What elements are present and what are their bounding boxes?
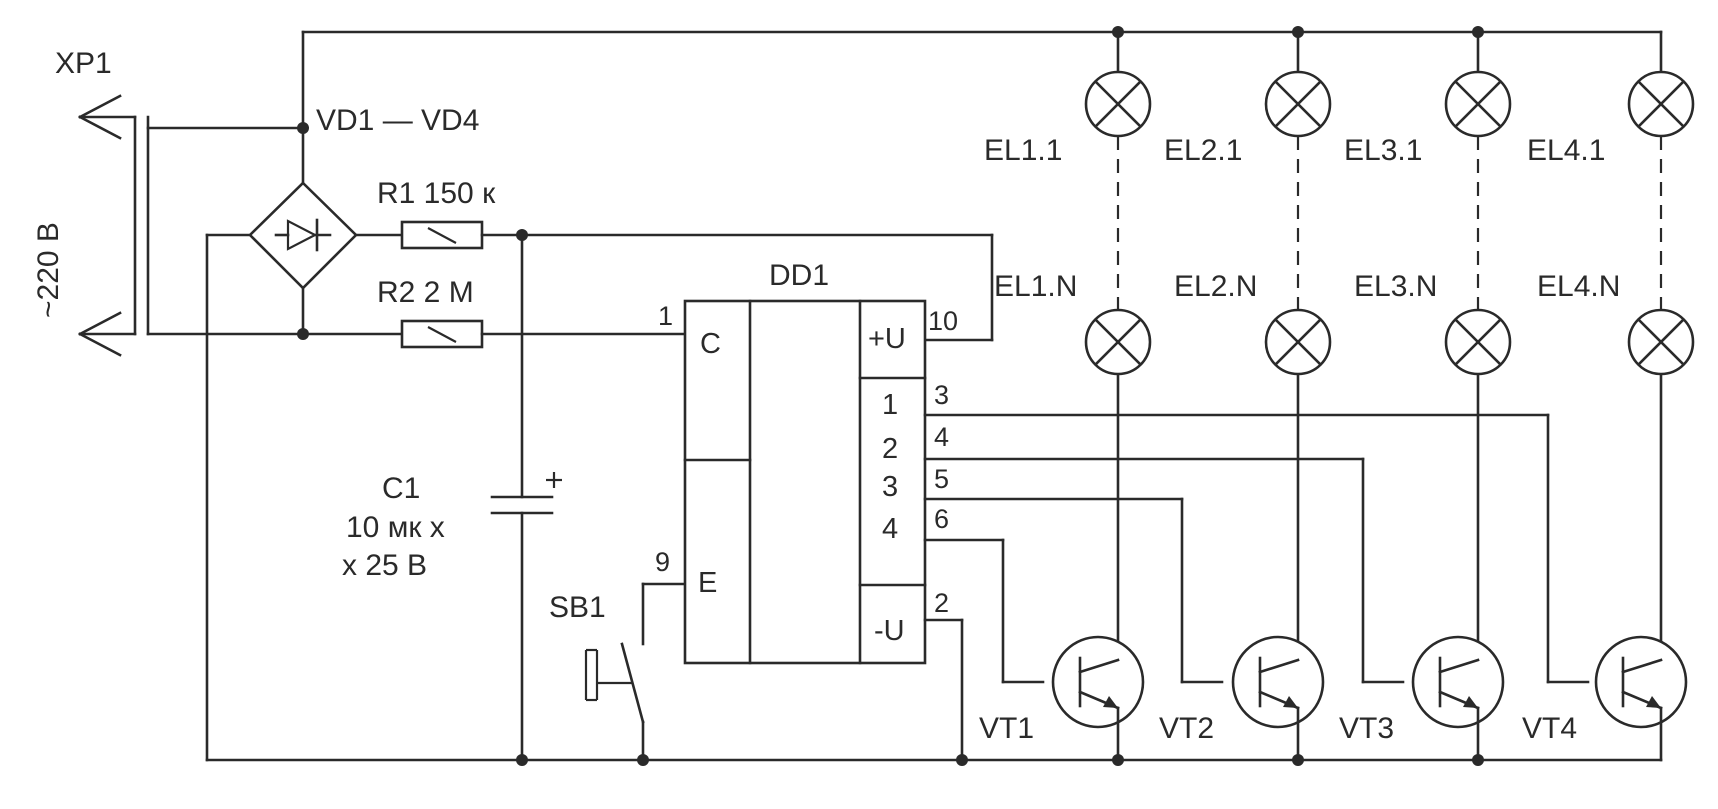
sb1-label: SB1 [549, 591, 606, 624]
rectifier-bridge [248, 181, 358, 290]
lamp-4-1 [1627, 70, 1695, 138]
ic-out3-label: 3 [882, 471, 898, 503]
capacitor-c1 [490, 233, 562, 762]
ic-pin-e-number: 9 [655, 547, 670, 577]
mains-plug-xp1 [78, 94, 150, 357]
ic-pin-vminus-number: 2 [934, 588, 949, 618]
ic-pin-c-number: 1 [658, 301, 673, 331]
transistor-label: VT4 [1522, 712, 1577, 745]
lamp-bottom-label: EL1.N [994, 270, 1077, 303]
wire-vminus [923, 618, 964, 762]
ic-out4-label: 4 [882, 513, 898, 545]
lamp-bottom-label: EL4.N [1537, 270, 1620, 303]
ic-pin-c-label: C [700, 328, 721, 360]
ic-pin-vplus-number: 10 [928, 306, 958, 336]
transistor-vt4 [1594, 635, 1688, 762]
dd1-label: DD1 [769, 259, 829, 292]
c1-value-line2: x 25 В [342, 549, 427, 582]
xp1-label: XP1 [55, 47, 112, 80]
wires-ground [205, 233, 1663, 762]
r1-label: R1 150 к [377, 177, 496, 210]
lamp-1-n [1084, 308, 1152, 376]
ic-pin-vplus-label: +U [868, 323, 906, 355]
lamp-transistor-columns: EL1.1EL1.NVT1EL2.1EL2.NVT2EL3.1EL3.NVT3E… [979, 30, 1695, 762]
push-button-sb1 [584, 582, 687, 762]
ic-out2-label: 2 [882, 433, 898, 465]
transistor-label: VT3 [1339, 712, 1394, 745]
lamp-top-label: EL1.1 [984, 134, 1062, 167]
ic-out4-number: 6 [934, 504, 949, 534]
transistor-label: VT2 [1159, 712, 1214, 745]
lamp-bottom-label: EL2.N [1174, 270, 1257, 303]
mains-voltage-label: ~220 В [32, 222, 65, 318]
lamp-2-n [1264, 308, 1332, 376]
lamp-3-1 [1444, 70, 1512, 138]
lamp-top-label: EL4.1 [1527, 134, 1605, 167]
r2-label: R2 2 M [377, 276, 474, 309]
ic-pin-e-label: E [698, 567, 717, 599]
ic-out1-number: 3 [934, 380, 949, 410]
lamp-3-n [1444, 308, 1512, 376]
wires-input [146, 30, 1663, 336]
lamp-top-label: EL3.1 [1344, 134, 1422, 167]
lamp-1-1 [1084, 70, 1152, 138]
lamp-2-1 [1264, 70, 1332, 138]
ic-pin-vminus-label: -U [874, 615, 905, 647]
ic-out2-number: 4 [934, 422, 949, 452]
wires-outputs [923, 413, 1590, 684]
lamp-top-label: EL2.1 [1164, 134, 1242, 167]
transistor-vt3 [1411, 635, 1505, 762]
c1-name: C1 [382, 472, 420, 505]
bridge-label: VD1 — VD4 [316, 104, 479, 137]
resistor-r1 [354, 220, 994, 342]
junctions [297, 26, 1484, 766]
resistor-r2 [301, 319, 687, 349]
lamp-bottom-label: EL3.N [1354, 270, 1437, 303]
ic-out3-number: 5 [934, 464, 949, 494]
ic-dd1 [683, 299, 927, 665]
ic-out1-label: 1 [882, 389, 898, 421]
c1-value-line1: 10 мк x [346, 511, 445, 544]
transistor-label: VT1 [979, 712, 1034, 745]
transistor-vt1 [1051, 635, 1145, 762]
lamp-4-n [1627, 308, 1695, 376]
transistor-vt2 [1231, 635, 1325, 762]
